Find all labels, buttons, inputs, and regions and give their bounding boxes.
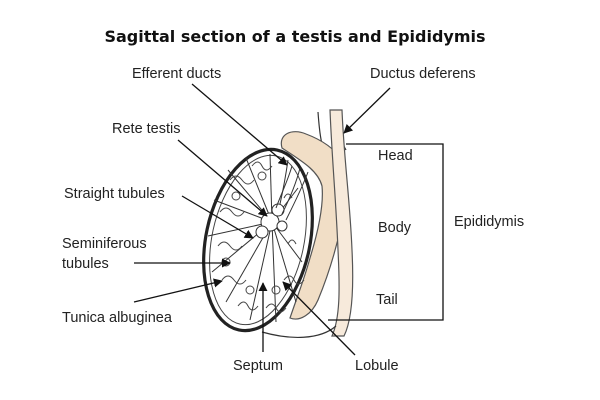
label-lobule: Lobule bbox=[355, 358, 399, 374]
page-title: Sagittal section of a testis and Epididy… bbox=[104, 27, 485, 46]
rete-testis-leader bbox=[177, 139, 268, 217]
label-seminiferous-line1: Seminiferous bbox=[62, 236, 147, 252]
label-rete-testis: Rete testis bbox=[112, 121, 181, 137]
tunica-albuginea-leader bbox=[133, 278, 223, 303]
label-tail: Tail bbox=[376, 292, 398, 308]
labels: Efferent ducts Ductus deferens Rete test… bbox=[62, 66, 524, 374]
tunica-lower-outline bbox=[261, 325, 337, 338]
ductus-deferens-leader bbox=[343, 87, 391, 134]
label-epididymis: Epididymis bbox=[454, 214, 524, 230]
label-efferent-ducts: Efferent ducts bbox=[132, 66, 221, 82]
lobule-leader bbox=[282, 281, 356, 356]
label-septum: Septum bbox=[233, 358, 283, 374]
label-tunica-albuginea: Tunica albuginea bbox=[62, 310, 173, 326]
epididymis-bracket bbox=[328, 143, 444, 321]
anatomy-illustration bbox=[202, 109, 354, 338]
leader-lines bbox=[133, 83, 444, 356]
label-straight-tubules: Straight tubules bbox=[64, 186, 165, 202]
epididymis-shape bbox=[280, 131, 347, 320]
label-body: Body bbox=[378, 220, 412, 236]
tubule-loops bbox=[217, 161, 305, 313]
label-ductus-deferens: Ductus deferens bbox=[370, 66, 476, 82]
ductus-deferens-shape bbox=[329, 109, 354, 337]
label-seminiferous-line2: tubules bbox=[62, 256, 109, 272]
label-head: Head bbox=[378, 148, 413, 164]
straight-tubules-leader bbox=[181, 195, 254, 239]
efferent-ducts-leader bbox=[191, 83, 288, 166]
